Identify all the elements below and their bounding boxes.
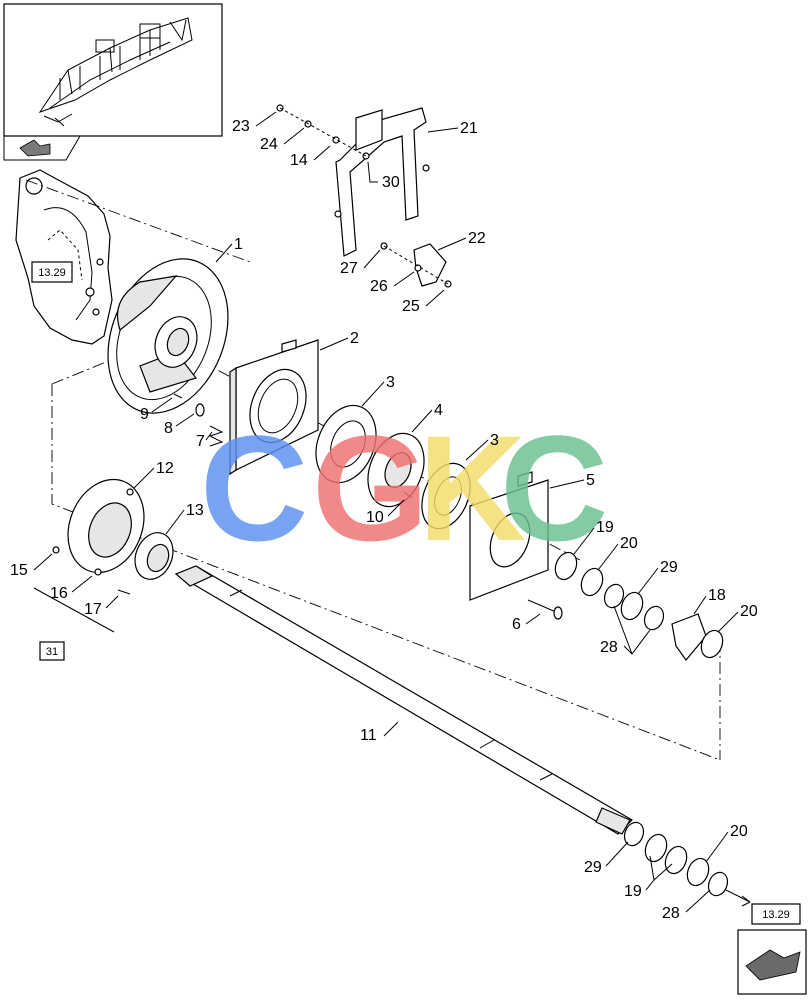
watermark-letter-1: C xyxy=(200,404,308,572)
part-8-washer xyxy=(195,403,205,417)
reference-box-31[interactable]: 31 xyxy=(33,587,115,661)
callouts: 1 2 3 4 3 5 6 7 8 9 10 11 12 xyxy=(10,111,758,922)
callout-17: 17 xyxy=(84,601,102,618)
callout-27: 27 xyxy=(340,260,358,277)
callout-29a: 29 xyxy=(660,559,678,576)
callout-2: 2 xyxy=(350,330,359,347)
callout-19b: 19 xyxy=(624,883,642,900)
callout-29b: 29 xyxy=(584,859,602,876)
callout-21: 21 xyxy=(460,120,478,137)
part-10-screw xyxy=(403,491,413,499)
callout-28b: 28 xyxy=(662,905,680,922)
callout-13: 13 xyxy=(186,502,204,519)
part-3-washer-a xyxy=(315,404,377,484)
callout-20c: 20 xyxy=(730,823,748,840)
callout-10: 10 xyxy=(366,509,384,526)
rear-plate xyxy=(15,169,113,345)
svg-text:13.29: 13.29 xyxy=(762,909,790,921)
callout-3a: 3 xyxy=(386,374,395,391)
part-2-plate xyxy=(229,339,319,476)
next-page-arrow-icon[interactable] xyxy=(737,929,807,995)
upper-ring-set xyxy=(554,551,724,661)
svg-text:13.29: 13.29 xyxy=(38,267,66,279)
callout-30: 30 xyxy=(382,174,400,191)
callout-20a: 20 xyxy=(620,535,638,552)
part-11-shaft xyxy=(174,565,633,835)
watermark: C G K C xyxy=(200,404,608,572)
watermark-letter-2: G xyxy=(312,404,429,572)
callout-18: 18 xyxy=(708,587,726,604)
part-3-washer-b xyxy=(421,462,471,530)
part-15-16-17-fasteners xyxy=(52,546,131,595)
callout-3b: 3 xyxy=(490,432,499,449)
navigation-arrow-icon xyxy=(19,139,51,157)
part-1-disc xyxy=(107,258,229,414)
callout-28a: 28 xyxy=(600,639,618,656)
callout-8: 8 xyxy=(164,420,173,437)
small-fasteners xyxy=(276,104,452,288)
part-7-spring xyxy=(208,425,224,447)
part-5-plate xyxy=(469,471,549,601)
reference-box-13-29-right[interactable]: 13.29 xyxy=(751,903,801,925)
part-6-bolt xyxy=(527,599,563,620)
callout-23: 23 xyxy=(232,118,250,135)
callout-19a: 19 xyxy=(596,519,614,536)
callout-16: 16 xyxy=(50,585,68,602)
callout-9: 9 xyxy=(140,406,149,423)
part-13-bearing xyxy=(134,532,174,580)
callout-26: 26 xyxy=(370,278,388,295)
callout-7: 7 xyxy=(196,433,205,450)
callout-25: 25 xyxy=(402,298,420,315)
callout-15: 15 xyxy=(10,562,28,579)
callout-5: 5 xyxy=(586,472,595,489)
callout-12: 12 xyxy=(156,460,174,477)
reference-box-13-29-left[interactable]: 13.29 xyxy=(31,261,73,283)
lower-ring-set xyxy=(623,821,751,907)
part-12-flange xyxy=(67,478,145,574)
svg-text:31: 31 xyxy=(46,646,58,658)
overview-thumbnail xyxy=(3,3,223,161)
callout-24: 24 xyxy=(260,136,278,153)
part-4-hub-disc xyxy=(367,432,425,508)
callout-6: 6 xyxy=(512,616,521,633)
callout-22: 22 xyxy=(468,230,486,247)
part-21-bracket xyxy=(334,107,430,257)
part-9-screw xyxy=(173,393,183,399)
watermark-letter-4: C xyxy=(500,404,608,572)
watermark-letter-3: K xyxy=(418,404,526,572)
callout-11: 11 xyxy=(360,727,377,744)
callout-14: 14 xyxy=(290,152,308,169)
callout-1: 1 xyxy=(234,236,243,253)
callout-20b: 20 xyxy=(740,603,758,620)
callout-4: 4 xyxy=(434,402,443,419)
